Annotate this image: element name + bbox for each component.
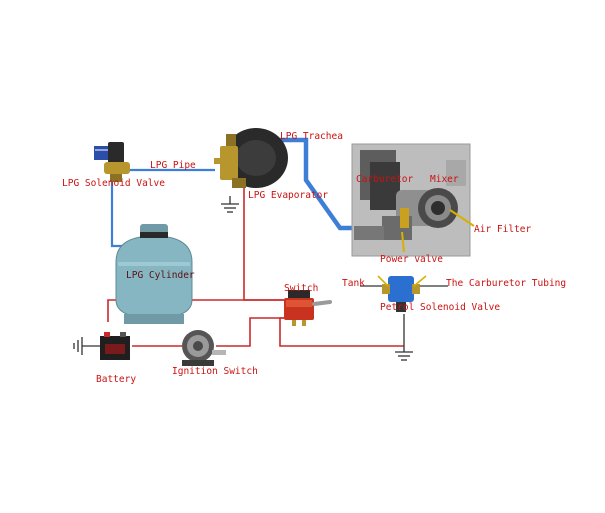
pipe-lpg-trachea: [272, 137, 358, 231]
label-lpg-cylinder: LPG Cylinder: [126, 270, 195, 281]
lpg-evaporator: [214, 128, 288, 188]
label-lpg-pipe: LPG Pipe: [150, 160, 196, 171]
ground-symbol-battery: [73, 337, 100, 355]
carburetor-photo: [351, 143, 475, 257]
ground-symbol-evaporator: [221, 196, 239, 213]
label-tank: Tank: [342, 278, 365, 289]
wire-evaporator-to-switch: [243, 185, 284, 301]
label-lpg-evaporator: LPG Evaporator: [248, 190, 329, 201]
wire-ignition-to-switch: [216, 317, 284, 347]
label-ignition-switch: Ignition Switch: [172, 366, 258, 377]
label-battery: Battery: [96, 374, 137, 385]
label-switch: Switch: [284, 283, 319, 294]
battery: [100, 332, 130, 360]
label-carburetor-tubing: The Carburetor Tubing: [446, 278, 567, 289]
label-carburetor: Carburetor: [356, 174, 414, 185]
ignition-switch: [182, 330, 226, 366]
toggle-switch: [284, 290, 332, 326]
label-air-filter: Air Filter: [474, 224, 532, 235]
electrical-wires: [107, 185, 404, 347]
label-lpg-trachea: LPG Trachea: [280, 131, 343, 142]
lpg-solenoid-valve: [94, 142, 130, 182]
label-lpg-solenoid-valve: LPG Solenoid Valve: [62, 178, 165, 189]
wire-cylinder-to-switch: [107, 299, 286, 322]
lpg-cylinder: [115, 224, 193, 324]
label-mixer: Mixer: [430, 174, 459, 185]
label-power-valve: Power valve: [380, 254, 443, 265]
ground-symbol-petrol-valve: [395, 314, 413, 361]
wire-switch-to-petrol-valve: [279, 317, 404, 347]
label-petrol-solenoid-valve: Petrol Solenoid Valve: [380, 302, 501, 313]
petrol-solenoid-valve: [360, 275, 448, 312]
